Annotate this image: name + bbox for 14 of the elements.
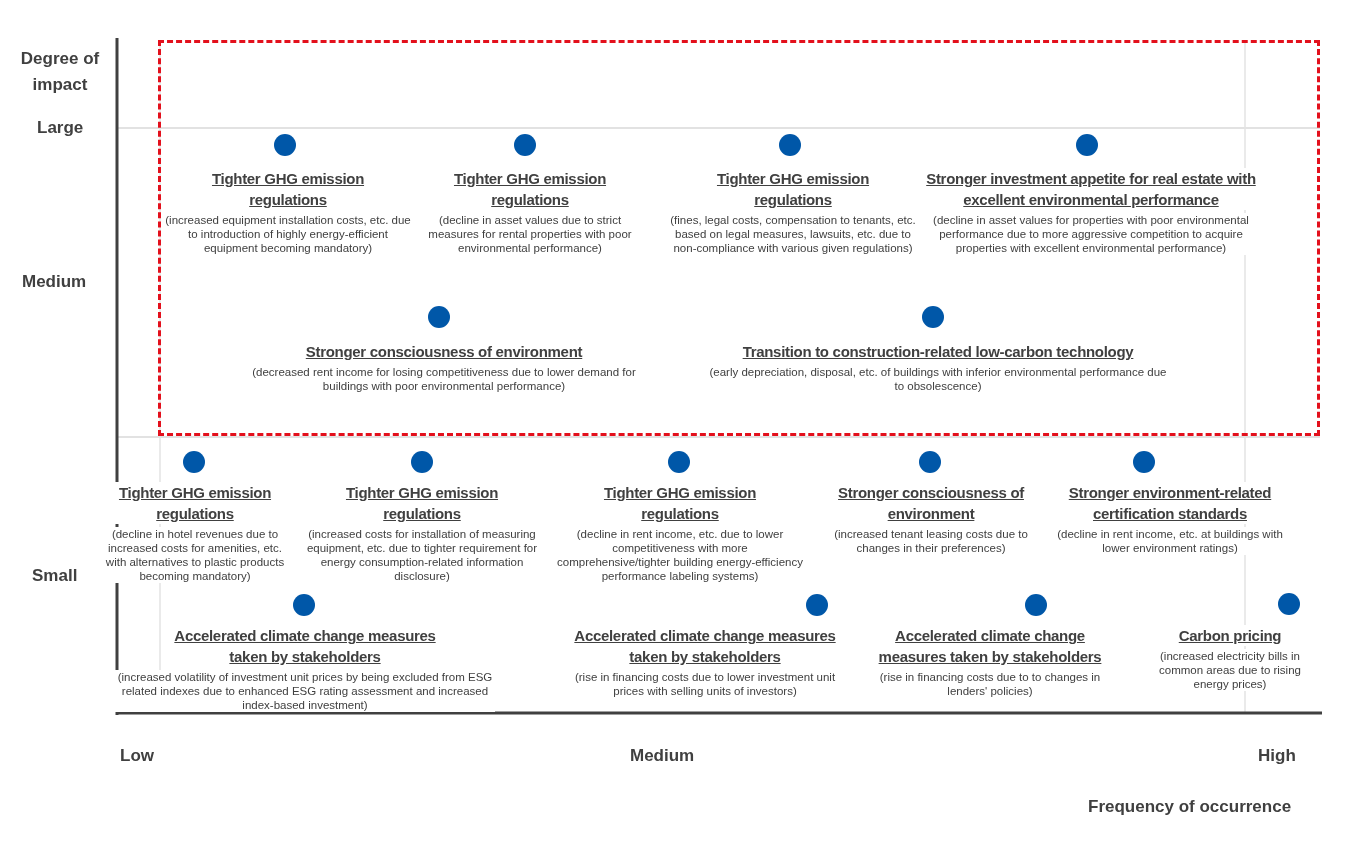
risk-description: (increased volatility of investment unit prices by being excluded from ESG related indexes due to enhanced ESG rating assessment and increased index-based investment) xyxy=(115,670,495,712)
highlight-frame xyxy=(158,40,1320,436)
axis-tick-label: Medium xyxy=(630,746,695,766)
risk-description: (decline in rent income, etc. due to lower competitiveness with more comprehensive/tighter building energy-efficiency performance labeling systems) xyxy=(555,527,805,583)
axis-tick-label: Low xyxy=(120,746,154,766)
axis-tick-label: High xyxy=(1258,746,1296,766)
axis-title: Degree of impact xyxy=(19,48,101,96)
axis-title: Frequency of occurrence xyxy=(1088,797,1292,817)
risk-heading: Carbon pricing xyxy=(1178,625,1282,646)
axis-tick-label: Small xyxy=(32,566,78,586)
axis-tick-label: Medium xyxy=(22,272,87,292)
risk-description: (early depreciation, disposal, etc. of buildings with inferior environmental performance due to obsolescence) xyxy=(708,365,1168,393)
risk-description: (increased equipment installation costs, etc. due to introduction of highly energy-efficient equipment becoming mandatory) xyxy=(163,213,413,255)
axis-tick-label: Large xyxy=(37,118,84,138)
